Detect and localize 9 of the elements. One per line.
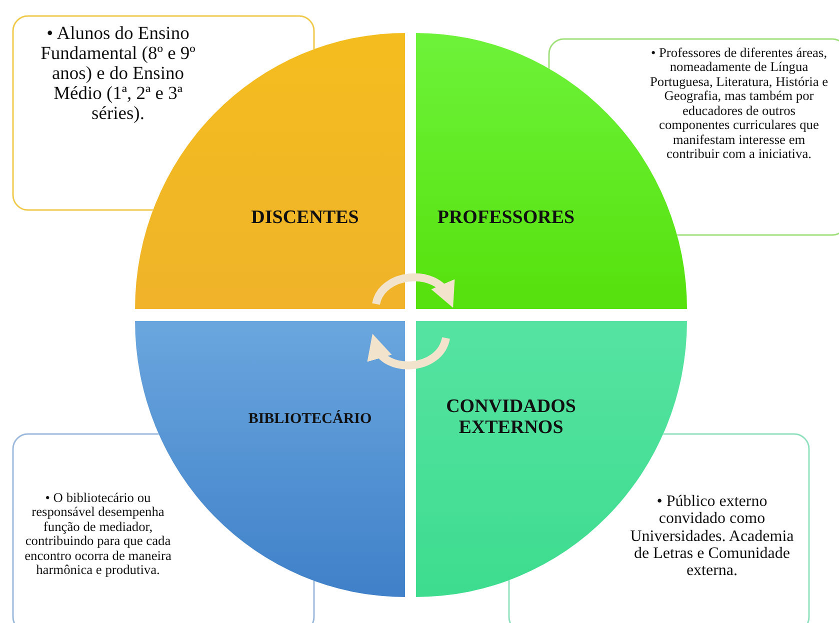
quadrant-title: PROFESSORES	[436, 208, 576, 229]
quadrant-title: BIBLIOTECÁRIO	[247, 411, 373, 428]
description-text: • Público externo convidado como Universidades. Academia de Letras e Comunidade externa.	[629, 493, 795, 580]
cycle-arrow	[370, 334, 450, 370]
quadrant-title: CONVIDADOS EXTERNOS	[445, 397, 577, 439]
description-text: • Professores de diferentes áreas, nomeadamente de Língua Portuguesa, Literatura, História e Geografia, mas também por educadores de outros componentes curriculares que manifestam interesse em contribuir com a iniciativa.	[648, 46, 830, 162]
quadrant-title: DISCENTES	[250, 208, 360, 229]
description-text: • O bibliotecário ou responsável desempenha função de mediador, contribuindo para que cada encontro ocorra de maneira harmônica e produtiva.	[24, 491, 172, 578]
description-text: • Alunos do Ensino Fundamental (8º e 9º anos) e do Ensino Médio (1ª, 2ª e 3ª séries).	[40, 25, 196, 125]
